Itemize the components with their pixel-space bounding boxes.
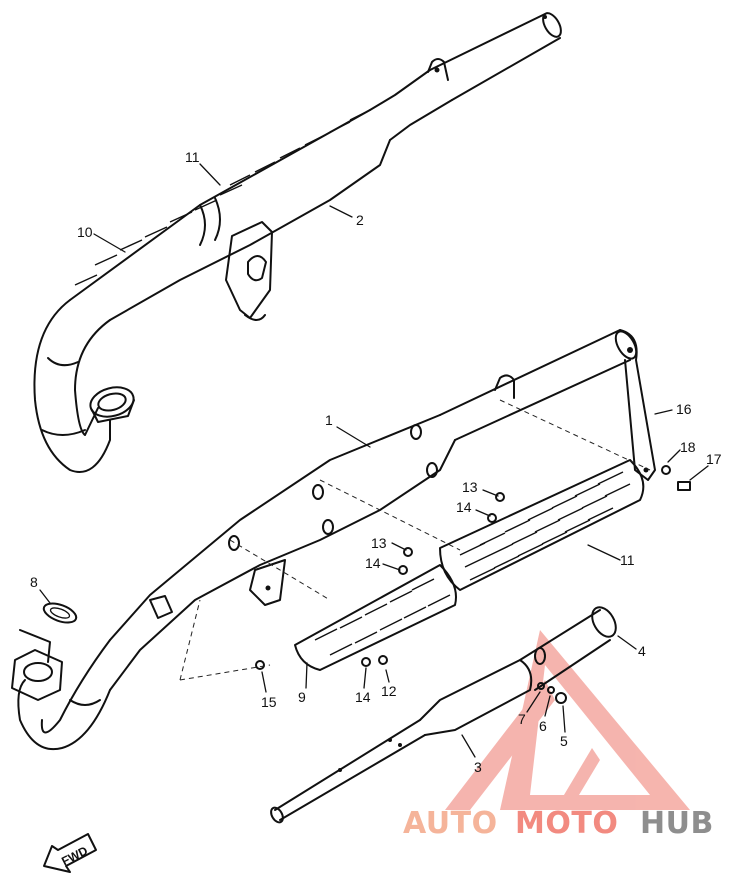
watermark-moto: MOTO	[515, 806, 618, 841]
callout-15: 15	[261, 694, 277, 710]
watermark-auto: AUTO	[403, 806, 498, 841]
heat-shield-rear	[439, 459, 645, 591]
callout-13-upper: 13	[462, 479, 478, 495]
main-exhaust-pipe	[11, 329, 638, 751]
callout-14-lower: 14	[355, 689, 371, 705]
silencer	[270, 606, 617, 824]
alignment-lines	[179, 399, 651, 681]
callout-4: 4	[638, 643, 646, 659]
callout-18: 18	[680, 439, 696, 455]
heat-shield-front	[294, 564, 457, 671]
callout-17: 17	[706, 451, 722, 467]
callout-12: 12	[381, 683, 397, 699]
callout-10: 10	[77, 224, 93, 240]
callout-11-upper: 11	[185, 149, 200, 165]
callouts: 1 2 3 4 5 6 7 8 9 10 11 11 12 13 13 14 1…	[30, 149, 722, 775]
callout-6: 6	[539, 718, 547, 734]
callout-3: 3	[474, 759, 482, 775]
callout-11-lower: 11	[620, 552, 635, 568]
callout-1: 1	[325, 412, 333, 428]
callout-7: 7	[518, 711, 526, 727]
callout-14-upper: 14	[456, 499, 472, 515]
callout-9: 9	[298, 689, 306, 705]
callout-13-lower: 13	[371, 535, 387, 551]
leader-lines	[39, 163, 709, 758]
watermark-hub: HUB	[640, 806, 714, 841]
callout-5: 5	[560, 733, 568, 749]
gasket	[42, 602, 78, 624]
fwd-arrow: FWD	[43, 833, 97, 873]
callout-14-middle: 14	[365, 555, 381, 571]
fasteners	[255, 465, 691, 704]
callout-8: 8	[30, 574, 38, 590]
callout-16: 16	[676, 401, 692, 417]
callout-2: 2	[356, 212, 364, 228]
watermark-text: AUTO MOTO HUB	[403, 806, 714, 841]
stay-bracket	[619, 329, 656, 481]
watermark-logo	[445, 630, 690, 810]
upper-exhaust-pipe	[33, 12, 562, 473]
